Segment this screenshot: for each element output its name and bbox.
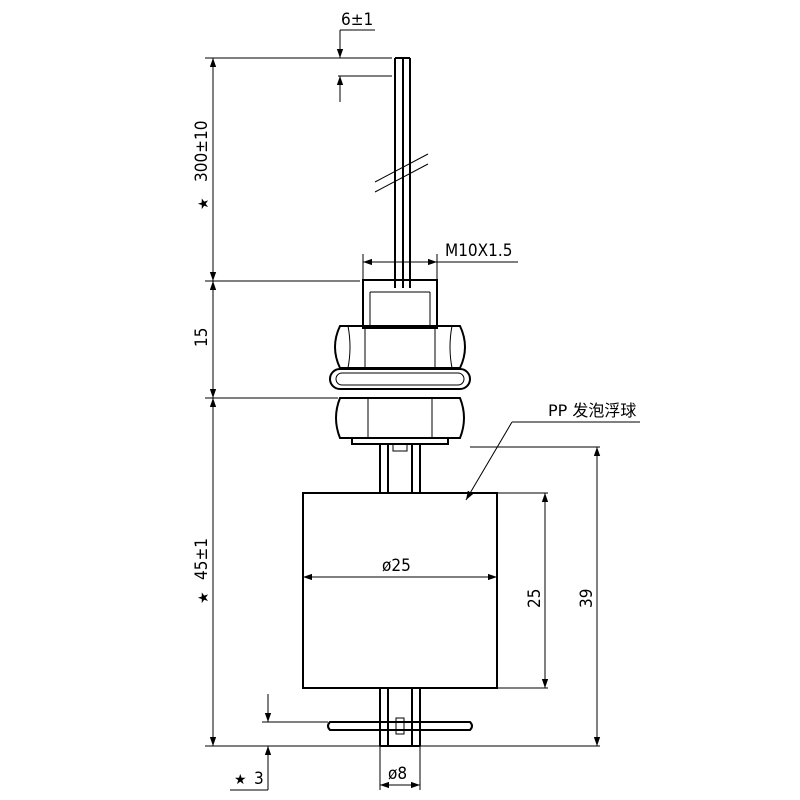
- lead-length-star: ★: [196, 197, 212, 210]
- float-diameter-label: ø25: [382, 556, 411, 576]
- float-material-label: PP 发泡浮球: [548, 401, 636, 420]
- lead-length-label: 300±10: [192, 121, 212, 182]
- stop-offset-star: ★: [234, 772, 247, 788]
- stem: [379, 443, 421, 747]
- dim-float-outer-height: 39: [577, 447, 601, 746]
- stop-offset-label: 3: [254, 769, 264, 789]
- stem-length-star: ★: [196, 591, 212, 604]
- float-outer-height-label: 39: [577, 589, 597, 608]
- dim-stem-length: 45±1 ★: [192, 398, 217, 746]
- lead-wires: [374, 57, 429, 288]
- dim-fitting-height: 15: [192, 281, 217, 398]
- washer-ring: [329, 368, 471, 390]
- float-material-callout: PP 发泡浮球: [465, 401, 640, 501]
- dim-stop-offset: ★ 3: [230, 694, 272, 791]
- wire-gap-label: 6±1: [341, 10, 373, 30]
- stem-diameter-label: ø8: [388, 764, 407, 784]
- fitting-height-label: 15: [192, 328, 212, 347]
- float-height-label: 25: [525, 589, 545, 608]
- stem-length-label: 45±1: [192, 538, 212, 580]
- dim-lead-length: 300±10 ★: [192, 58, 217, 281]
- upper-hex-nut: [334, 325, 466, 369]
- dim-float-height: 25: [525, 493, 549, 688]
- stop-clip: [327, 717, 473, 735]
- dim-float-diameter: ø25: [303, 556, 497, 581]
- thread-label: M10X1.5: [445, 241, 512, 261]
- dim-thread: M10X1.5: [363, 241, 518, 266]
- pp-float: [302, 492, 498, 689]
- dim-stem-diameter: ø8: [380, 764, 420, 789]
- dim-wire-gap: 6±1: [336, 10, 375, 102]
- extension-lines: [205, 57, 600, 790]
- lower-hex-nut: [335, 397, 465, 445]
- threaded-fitting: [362, 279, 438, 329]
